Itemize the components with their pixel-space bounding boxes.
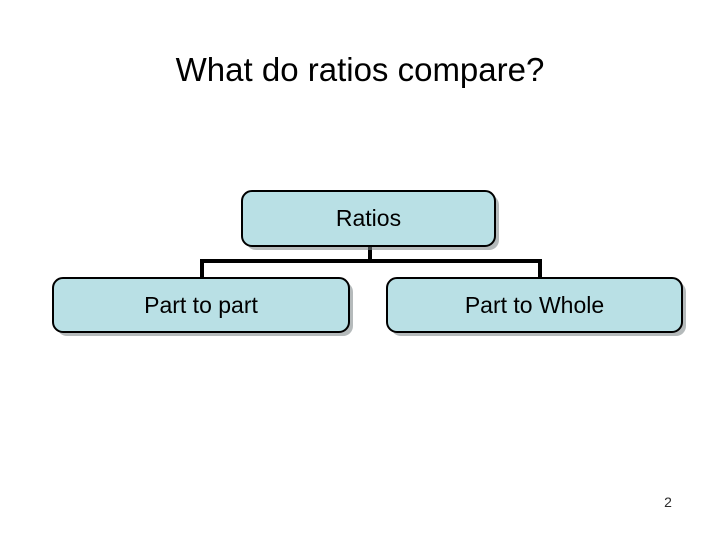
diagram-node-ratios[interactable]: Ratios [241,190,496,247]
diagram-node-part-to-part[interactable]: Part to part [52,277,350,333]
diagram-node-label: Part to Whole [464,291,605,318]
slide-number: 2 [664,494,672,510]
connector-horizontal-bar [200,259,542,263]
connector-drop-left [200,259,204,279]
diagram-node-label: Part to part [144,291,258,318]
page-title: What do ratios compare? [175,51,545,88]
connector-stem-root [368,245,372,263]
connector-drop-right [538,259,542,279]
diagram-node-label: Ratios [335,205,402,231]
diagram-node-part-to-whole[interactable]: Part to Whole [386,277,683,333]
